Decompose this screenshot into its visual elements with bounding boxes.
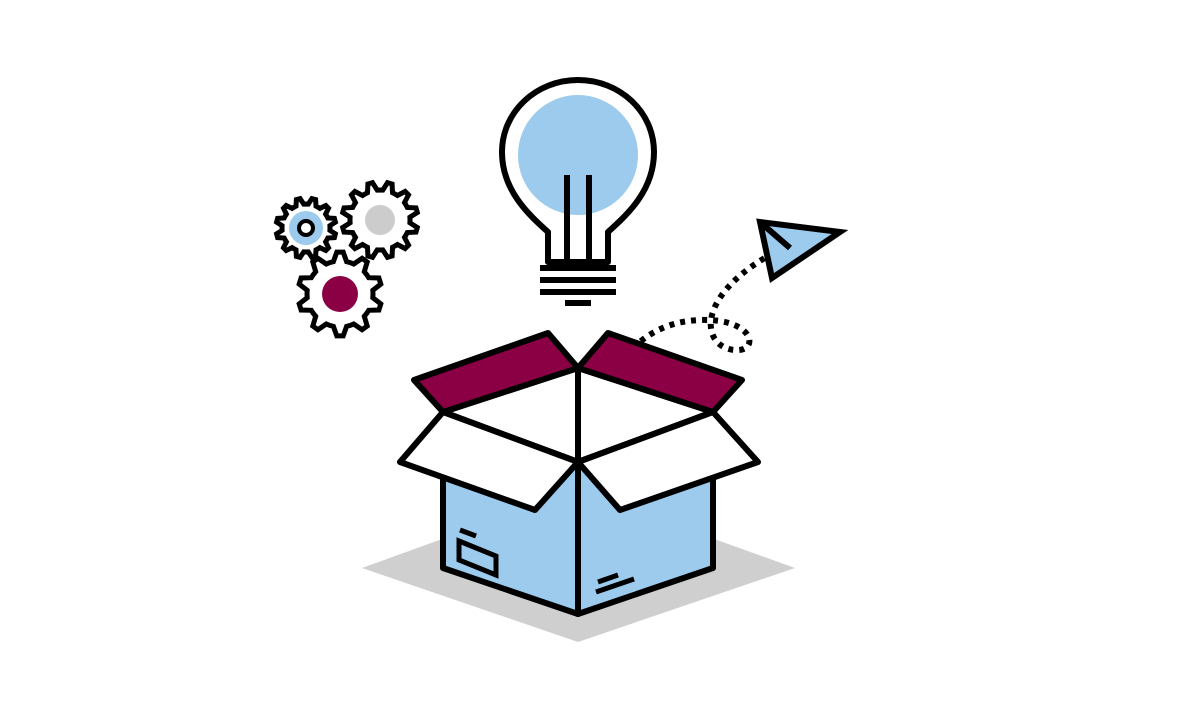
- gear-icon-large: [296, 249, 384, 339]
- lightbulb-icon: [499, 77, 657, 306]
- box-flap-left-front: [397, 409, 581, 513]
- open-box-icon: [397, 330, 761, 617]
- gear-icon-medium: [339, 179, 421, 261]
- box-label-icon: [456, 527, 499, 579]
- gear-icon-small: [273, 195, 339, 261]
- paper-plane-icon: [756, 218, 849, 283]
- box-marking-lines: [595, 572, 635, 595]
- box-flap-right-back: [575, 330, 745, 415]
- gears-group: [273, 179, 421, 339]
- box-flap-right-front: [575, 409, 761, 513]
